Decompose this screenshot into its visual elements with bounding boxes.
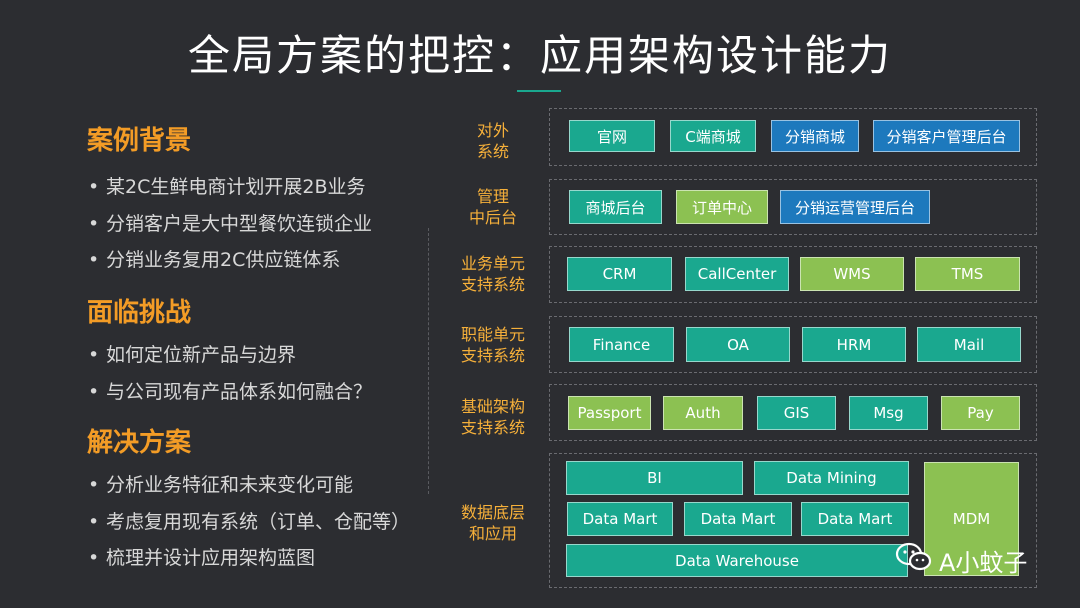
layer-label-business: 业务单元支持系统 (460, 254, 525, 294)
system-box: 分销客户管理后台 (873, 120, 1020, 152)
system-box: 商城后台 (569, 190, 662, 224)
layer-row-business (549, 246, 1037, 303)
system-box: HRM (802, 327, 906, 362)
wechat-icon (895, 541, 933, 579)
system-box: CRM (567, 257, 672, 291)
bullet-item: •某2C生鲜电商计划开展2B业务 (88, 176, 366, 198)
layer-label-infrastructure: 基础架构支持系统 (460, 397, 525, 437)
layer-label-functional: 职能单元支持系统 (460, 325, 525, 365)
layer-label-external: 对外系统 (476, 121, 509, 161)
system-box: Data Mart (684, 502, 792, 536)
system-box: CallCenter (685, 257, 789, 291)
system-box: Finance (569, 327, 674, 362)
system-box: Auth (663, 396, 743, 430)
system-box: Msg (849, 396, 928, 430)
system-box: 官网 (569, 120, 655, 152)
bullet-item: •分销业务复用2C供应链体系 (88, 249, 341, 271)
layer-row-infrastructure (549, 384, 1037, 441)
system-box: Data Mining (754, 461, 909, 495)
bullet-item: •与公司现有产品体系如何融合？ (88, 381, 373, 403)
system-box: TMS (915, 257, 1020, 291)
layer-label-data: 数据底层和应用 (460, 503, 525, 543)
column-divider (428, 228, 429, 494)
bullet-item: •如何定位新产品与边界 (88, 344, 297, 366)
watermark: A小蚊子 (895, 541, 1027, 579)
section-heading-background: 案例背景 (87, 126, 192, 156)
system-box: OA (686, 327, 790, 362)
title-underline (517, 90, 561, 92)
system-box: 分销运营管理后台 (780, 190, 930, 224)
system-box: 订单中心 (676, 190, 768, 224)
page-title: 全局方案的把控：应用架构设计能力 (187, 31, 892, 80)
bullet-item: •分析业务特征和未来变化可能 (88, 474, 354, 496)
system-box: Mail (917, 327, 1021, 362)
system-box: Passport (568, 396, 651, 430)
system-box: GIS (757, 396, 836, 430)
watermark-text: A小蚊子 (939, 548, 1028, 577)
system-box: WMS (800, 257, 904, 291)
system-box: Data Mart (567, 502, 673, 536)
layer-row-functional (549, 316, 1037, 373)
system-box: MDM (924, 462, 1019, 576)
layer-row-external (549, 108, 1037, 166)
layer-label-management: 管理中后台 (468, 187, 517, 227)
layer-row-data (549, 453, 1037, 588)
system-box: C端商城 (670, 120, 756, 152)
bullet-item: •考虑复用现有系统（订单、仓配等） (88, 511, 411, 533)
layer-row-management (549, 179, 1037, 235)
bullet-item: •梳理并设计应用架构蓝图 (88, 547, 316, 569)
bullet-item: •分销客户是大中型餐饮连锁企业 (88, 213, 373, 235)
system-box: 分销商城 (771, 120, 859, 152)
system-box: BI (566, 461, 743, 495)
system-box: Pay (941, 396, 1020, 430)
section-heading-challenges: 面临挑战 (87, 298, 192, 328)
system-box: Data Mart (801, 502, 909, 536)
system-box: Data Warehouse (566, 544, 908, 577)
section-heading-solution: 解决方案 (87, 428, 192, 458)
